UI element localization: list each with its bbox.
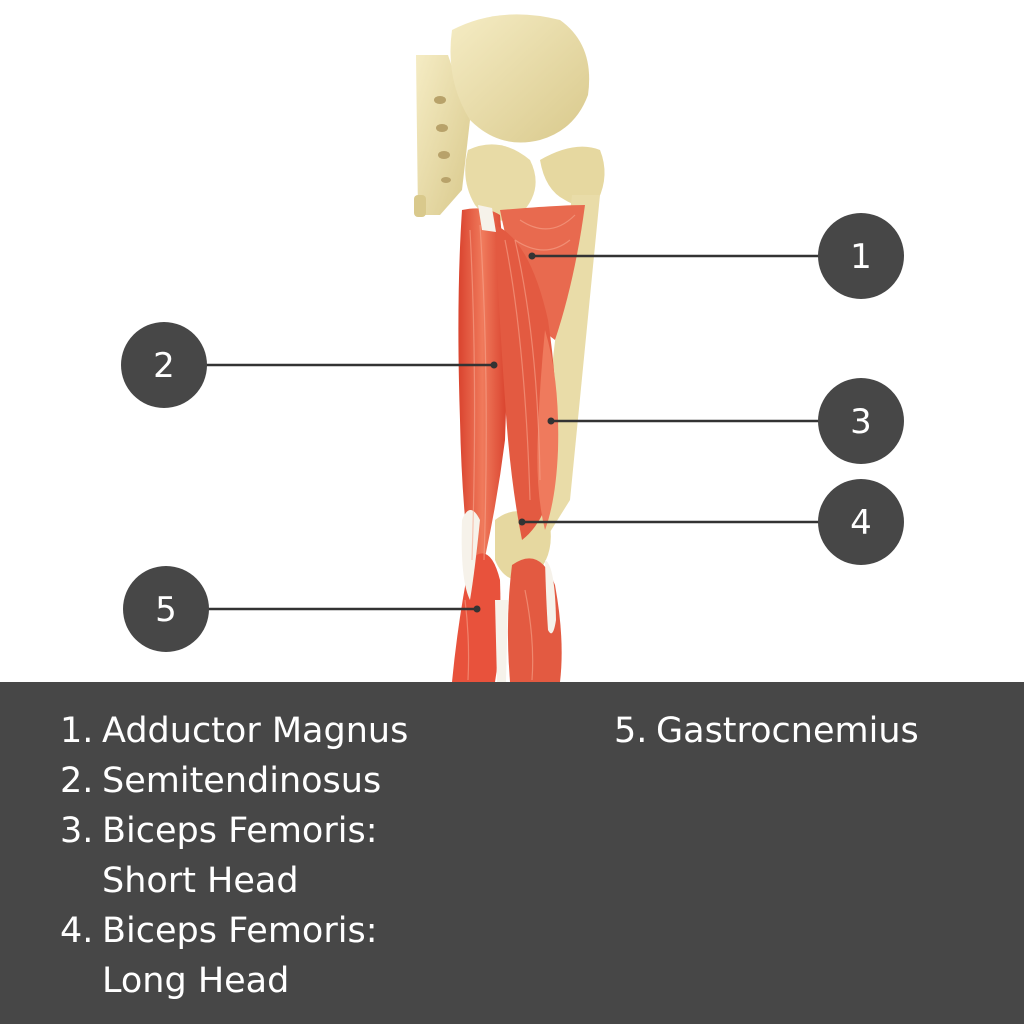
legend-label: Biceps Femoris: xyxy=(102,811,378,851)
coccyx xyxy=(414,195,426,217)
legend-column-right: 5. Gastrocnemius xyxy=(614,706,919,756)
callout-3[interactable]: 3 xyxy=(818,378,904,464)
pelvis-bones xyxy=(414,14,605,221)
legend-number: 2. xyxy=(60,761,94,801)
adductor-magnus xyxy=(500,205,585,340)
callout-2-number: 2 xyxy=(153,346,175,386)
gastrocnemius-medial-head xyxy=(452,553,501,682)
legend-item-5: 5. Gastrocnemius xyxy=(614,706,919,756)
callout-5[interactable]: 5 xyxy=(123,566,209,652)
legend-label: Biceps Femoris: xyxy=(102,911,378,951)
tendon-central xyxy=(495,600,508,682)
legend-item-3: 3. Biceps Femoris: Short Head xyxy=(60,806,408,906)
legend-number: 3. xyxy=(60,811,94,851)
legend-number: 5. xyxy=(614,711,648,751)
sacrum xyxy=(416,55,470,215)
callout-4-number: 4 xyxy=(850,503,872,543)
biceps-femoris-short-head xyxy=(537,330,559,530)
callout-2[interactable]: 2 xyxy=(121,322,207,408)
legend-number: 4. xyxy=(60,911,94,951)
callout-leader-lines xyxy=(164,254,860,611)
legend-label-continued: Long Head xyxy=(102,961,290,1001)
legend-column-left: 1. Adductor Magnus 2. Semitendinosus 3. … xyxy=(60,706,408,1006)
legend-item-4: 4. Biceps Femoris: Long Head xyxy=(60,906,408,1006)
semitendinosus xyxy=(458,208,507,601)
muscles xyxy=(452,205,585,682)
posterior-thigh-illustration: 1 2 3 4 5 xyxy=(121,14,904,682)
ischial-tendon xyxy=(478,205,496,232)
legend-label-continued: Short Head xyxy=(102,861,299,901)
iliac-wing xyxy=(450,14,590,143)
callout-4[interactable]: 4 xyxy=(818,479,904,565)
callout-1-number: 1 xyxy=(850,237,872,277)
tendon-lateral xyxy=(545,560,556,634)
legend-item-2: 2. Semitendinosus xyxy=(60,756,408,806)
callout-anchor-dots xyxy=(473,252,555,613)
tendon-medial xyxy=(461,510,480,600)
callout-1[interactable]: 1 xyxy=(818,213,904,299)
ischium xyxy=(465,144,536,221)
legend-item-1: 1. Adductor Magnus xyxy=(60,706,408,756)
legend-number: 1. xyxy=(60,711,94,751)
callout-5-number: 5 xyxy=(155,590,177,630)
legend-panel: 1. Adductor Magnus 2. Semitendinosus 3. … xyxy=(0,682,1024,1024)
callout-3-number: 3 xyxy=(850,402,872,442)
legend-label: Adductor Magnus xyxy=(102,711,409,751)
greater-trochanter xyxy=(540,146,605,205)
legend-label: Semitendinosus xyxy=(102,761,382,801)
legend-label: Gastrocnemius xyxy=(656,711,919,751)
